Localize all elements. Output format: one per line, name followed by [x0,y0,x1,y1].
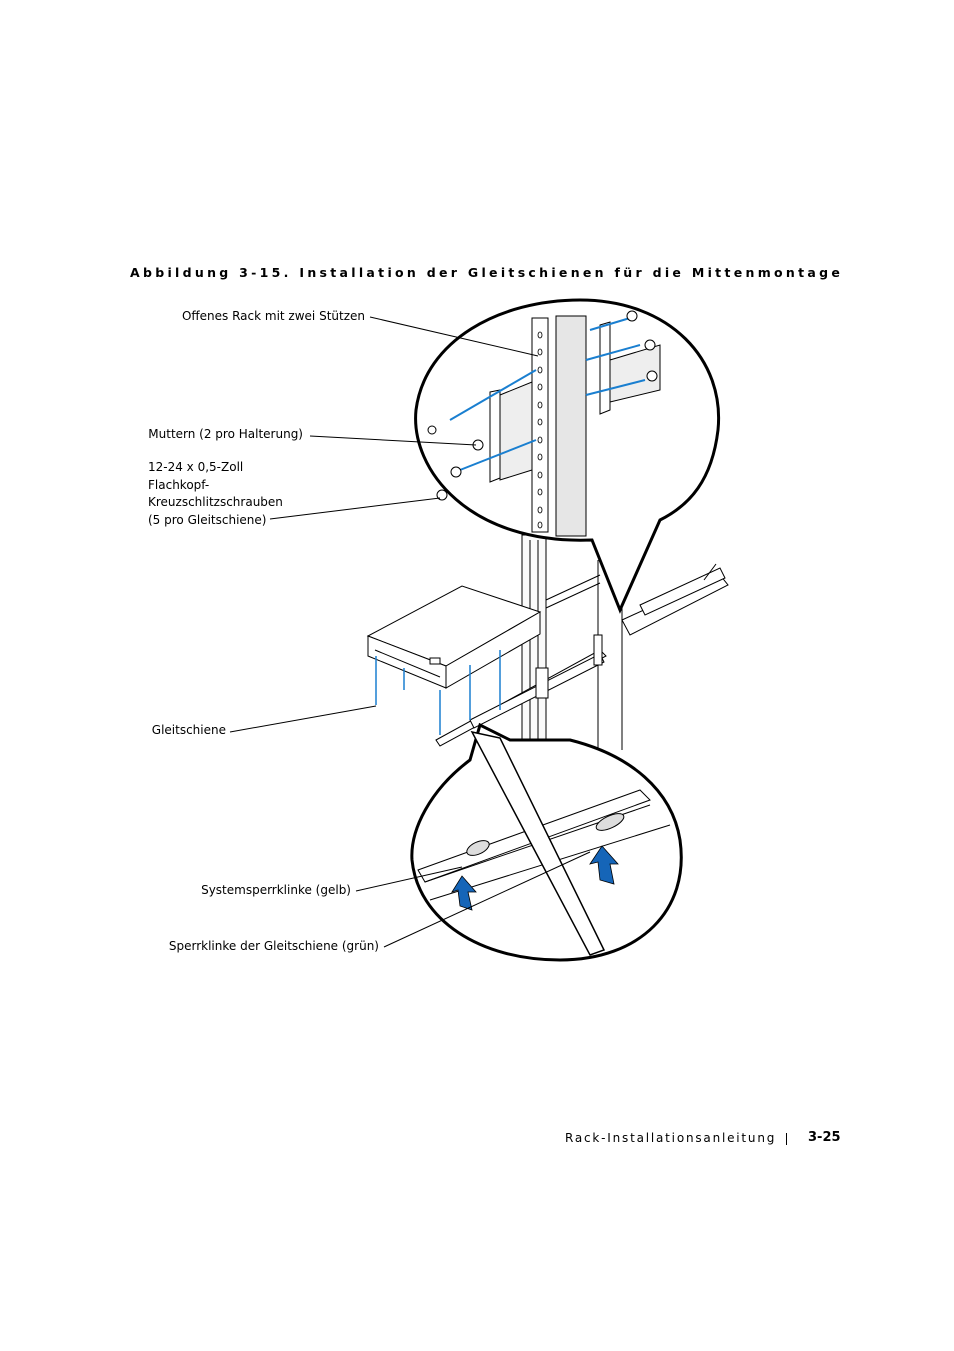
arrow-up-icon [451,875,477,911]
callout-screws-line: (5 pro Gleitschiene) [148,512,267,527]
callout-leader-lines [229,316,591,948]
page-number: 3-25 [808,1130,841,1145]
callout-nuts: Muttern (2 pro Halterung) [148,427,303,441]
callout-system-latch: Systemsperrklinke (gelb) [201,883,351,897]
callout-screws-line: Kreuzschlitzschrauben [148,495,283,509]
detail-bubble-bottom [410,722,683,962]
screw-guide-lines [375,650,501,735]
footer-title: Rack-Installationsanleitung [565,1131,777,1145]
detail-bubble-top [414,298,721,614]
callout-open-rack: Offenes Rack mit zwei Stützen [181,309,365,323]
callout-rail-latch: Sperrklinke der Gleitschiene (grün) [168,939,379,953]
rack-post-lower [521,534,623,766]
arrow-up-icon [589,845,619,885]
callout-screws-line: 12-24 x 0,5-Zoll [148,460,244,474]
slide-rail [435,634,607,747]
rail-right [545,563,729,636]
footer-separator [786,1133,787,1145]
callout-screws: 12-24 x 0,5-Zoll Flachkopf- Kreuzschlitz… [148,459,283,529]
callout-slide-rail: Gleitschiene [151,723,226,737]
figure-caption: Abbildung 3-15. Installation der Gleitsc… [130,265,844,280]
server-chassis [366,585,542,689]
callout-screws-line: Flachkopf- [148,477,210,492]
